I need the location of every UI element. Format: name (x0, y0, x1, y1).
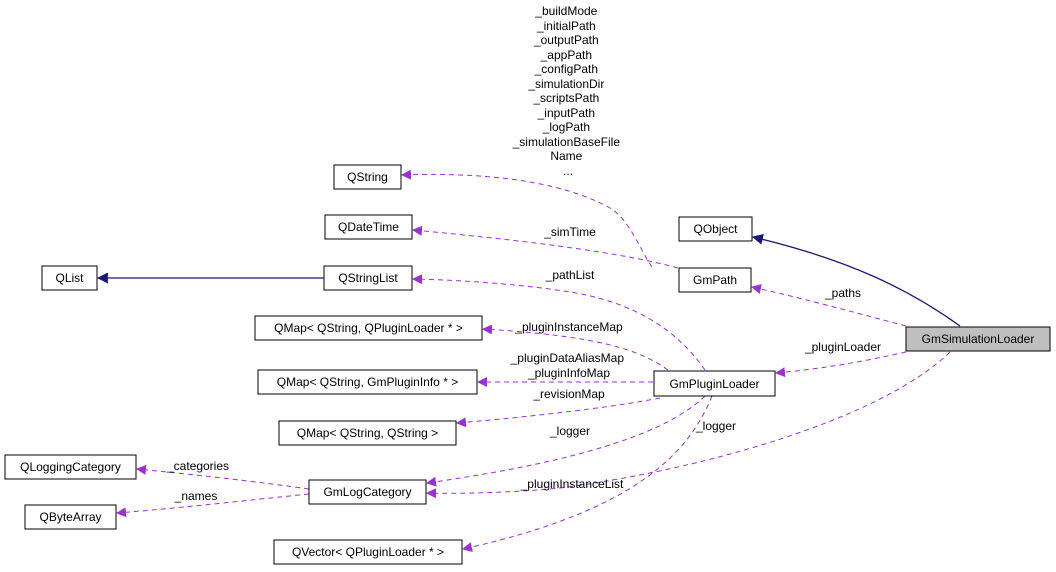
svg-text:QByteArray: QByteArray (39, 510, 101, 524)
edge-label-pathlist: _pathList (545, 268, 595, 282)
svg-text:QString: QString (347, 170, 388, 184)
edge-simloader-gmpluginloader (775, 351, 907, 378)
nodes: QString QDateTime QList QStringList QMap… (4, 164, 1051, 565)
edge-label-paths: _paths (824, 286, 861, 300)
node-qstringlist[interactable]: QStringList (323, 265, 413, 291)
edge-loader-qmaploader (482, 324, 669, 371)
node-qmap-qstring-qstring[interactable]: QMap< QString, QString > (278, 420, 457, 446)
edge-label-simloader-logger: _logger (695, 419, 736, 433)
node-qmap-qstring-qpluginloader[interactable]: QMap< QString, QPluginLoader * > (254, 315, 483, 341)
edge-simloader-qobject (751, 233, 961, 327)
svg-text:GmPath: GmPath (693, 273, 737, 287)
edge-loader-qstringlist (412, 274, 706, 371)
edge-label-simtime: _simTime (543, 225, 596, 239)
edge-gmpath-qdatetime (412, 225, 679, 269)
svg-text:QLoggingCategory: QLoggingCategory (20, 460, 121, 474)
edge-gmpath-qstring (401, 169, 653, 268)
svg-text:GmPluginLoader: GmPluginLoader (669, 377, 759, 391)
node-qloggingcategory[interactable]: QLoggingCategory (4, 454, 137, 480)
svg-text:QMap< QString, GmPluginInfo *: QMap< QString, GmPluginInfo * > (277, 375, 458, 389)
edge-labels: _buildMode _initialPath _outputPath _app… (166, 4, 881, 503)
edge-label-pluginloader: _pluginLoader (804, 340, 881, 354)
edge-loader-gmlog (426, 395, 706, 487)
svg-text:QVector< QPluginLoader * >: QVector< QPluginLoader * > (292, 545, 444, 559)
node-qmap-qstring-gmplugininfo[interactable]: QMap< QString, GmPluginInfo * > (257, 369, 478, 395)
node-qvector-qpluginloader[interactable]: QVector< QPluginLoader * > (273, 539, 463, 565)
node-gmlogcategory[interactable]: GmLogCategory (308, 479, 427, 505)
svg-text:QMap< QString, QString >: QMap< QString, QString > (297, 426, 438, 440)
node-gmpath[interactable]: GmPath (678, 267, 752, 293)
edge-label-revisionmap: _revisionMap (532, 387, 605, 401)
edge-gmlog-qloggingcategory (136, 464, 310, 490)
svg-text:QList: QList (55, 271, 84, 285)
node-gmsimulationloader[interactable]: GmSimulationLoader (905, 326, 1051, 352)
svg-text:GmLogCategory: GmLogCategory (323, 485, 411, 499)
node-qlist[interactable]: QList (41, 265, 98, 291)
node-gmpluginloader[interactable]: GmPluginLoader (653, 370, 776, 397)
node-qobject[interactable]: QObject (678, 216, 753, 242)
node-qstring[interactable]: QString (333, 164, 402, 190)
svg-text:QStringList: QStringList (338, 271, 398, 285)
edge-simloader-gmlog (426, 351, 951, 499)
edge-label-plugininstancemap: _pluginInstanceMap (514, 320, 623, 334)
edge-loader-qvector (462, 395, 713, 552)
node-qbytearray[interactable]: QByteArray (24, 504, 117, 530)
edge-label-loader-logger: _logger (549, 424, 590, 438)
edge-label-plugindatamaps: _pluginDataAliasMap _pluginInfoMap (510, 351, 628, 380)
svg-text:QObject: QObject (693, 222, 738, 236)
edge-simloader-gmpath (751, 284, 907, 327)
edge-label-plugininstancelist: _pluginInstanceList (520, 477, 624, 491)
svg-text:QDateTime: QDateTime (338, 220, 399, 234)
svg-text:GmSimulationLoader: GmSimulationLoader (922, 332, 1035, 346)
edge-label-categories: _categories (166, 459, 229, 473)
edge-gmlog-qbytearray (116, 493, 310, 518)
node-qdatetime[interactable]: QDateTime (324, 214, 413, 240)
edge-loader-qmapstring (456, 397, 661, 428)
svg-text:QMap< QString, QPluginLoader *: QMap< QString, QPluginLoader * > (274, 321, 463, 335)
edge-label-names: _names (174, 489, 218, 503)
edge-label-gmpath-qstring: _buildMode _initialPath _outputPath _app… (512, 4, 624, 178)
edges (96, 169, 961, 552)
